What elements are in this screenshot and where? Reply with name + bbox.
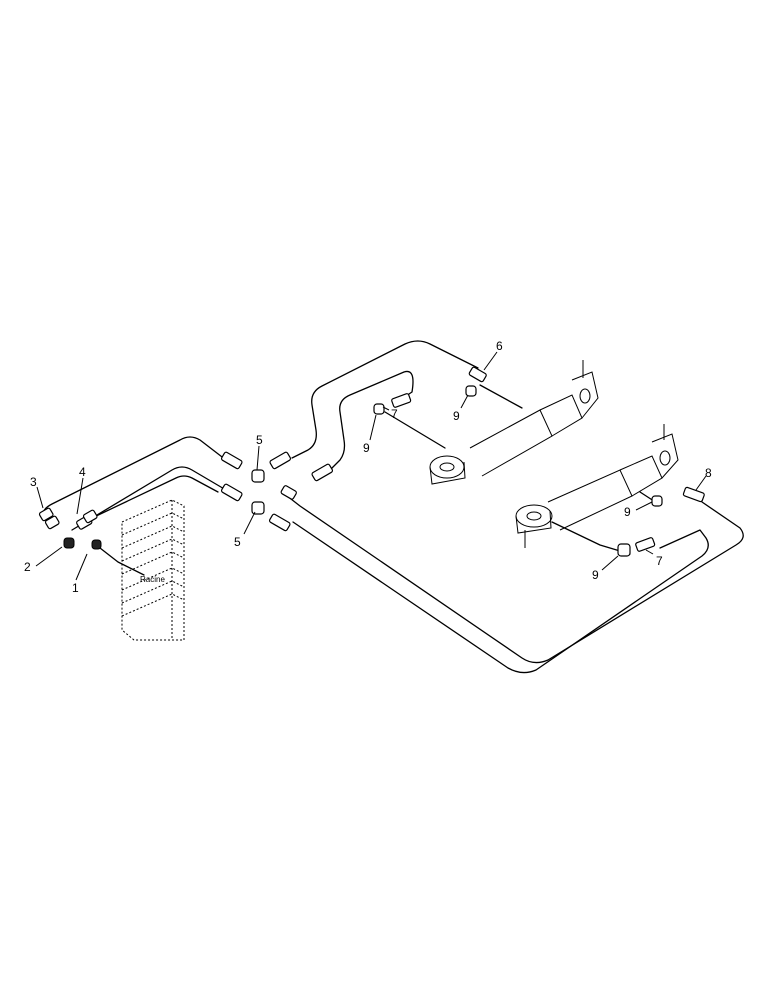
callout-leaders — [35, 351, 707, 581]
callout-7-upper: 7 — [391, 407, 398, 421]
callout-8: 8 — [705, 466, 712, 480]
callout-3: 3 — [30, 475, 37, 489]
callout-9-d: 9 — [592, 568, 599, 582]
lower-cylinder — [515, 424, 679, 548]
callout-2: 2 — [24, 560, 31, 574]
callout-1: 1 — [72, 581, 79, 595]
callout-5-lower: 5 — [234, 535, 241, 549]
control-valve: Racine — [121, 499, 185, 641]
callout-4: 4 — [79, 465, 86, 479]
callout-9-c: 9 — [624, 505, 631, 519]
callout-5-upper: 5 — [256, 433, 263, 447]
fittings — [38, 366, 705, 557]
valve-label: Racine — [140, 575, 165, 584]
callout-9-a: 9 — [453, 409, 460, 423]
callout-7-lower: 7 — [656, 554, 663, 568]
upper-cylinder — [429, 360, 599, 485]
callout-labels: 1 2 3 4 5 5 6 7 7 8 9 9 9 9 — [24, 339, 712, 595]
callout-6: 6 — [496, 339, 503, 353]
callout-9-b: 9 — [363, 441, 370, 455]
hydraulic-tubes — [41, 340, 744, 674]
